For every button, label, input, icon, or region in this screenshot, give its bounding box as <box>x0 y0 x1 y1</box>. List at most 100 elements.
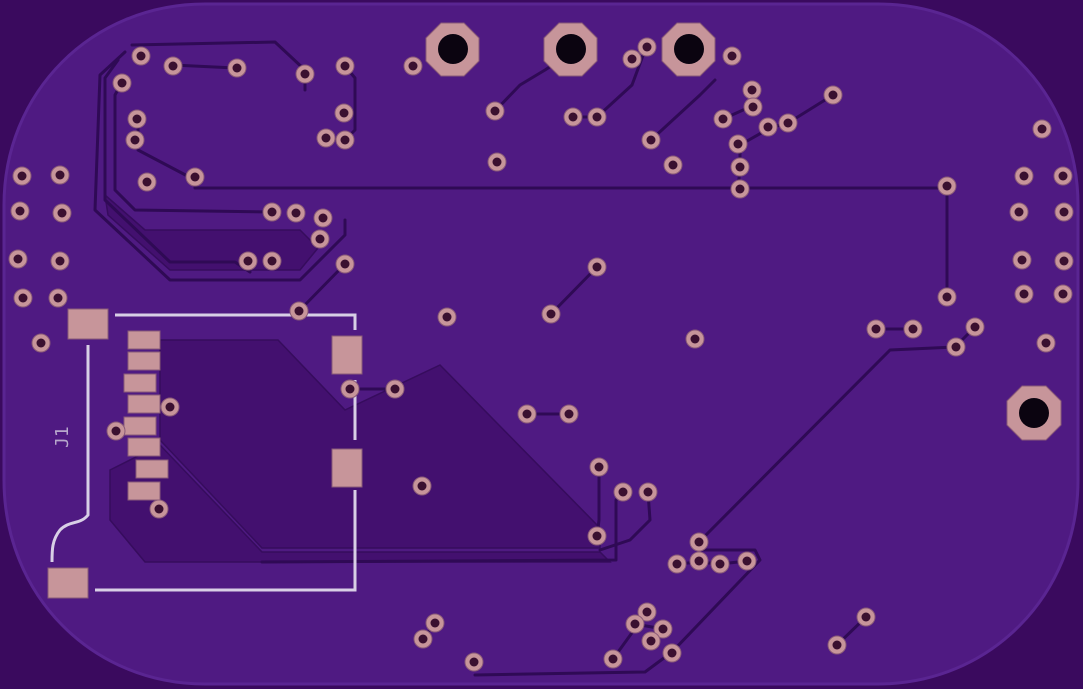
via <box>1014 284 1034 304</box>
via-drill <box>642 42 652 52</box>
via <box>710 554 730 574</box>
via <box>827 635 847 655</box>
vias <box>8 37 1074 672</box>
via <box>286 203 306 223</box>
via <box>1054 202 1074 222</box>
via <box>587 257 607 277</box>
via-drill <box>168 61 178 71</box>
via-drill <box>908 324 918 334</box>
via <box>589 457 609 477</box>
via-drill <box>321 133 331 143</box>
via <box>625 614 645 634</box>
via-drill <box>136 51 146 61</box>
via <box>1012 250 1032 270</box>
via-drill <box>592 112 602 122</box>
via <box>125 130 145 150</box>
via <box>742 80 762 100</box>
via-drill <box>861 612 871 622</box>
via-drill <box>733 139 743 149</box>
via-drill <box>117 78 127 88</box>
via <box>1036 333 1056 353</box>
via-drill <box>345 384 355 394</box>
via-drill <box>154 504 164 514</box>
via <box>163 56 183 76</box>
via-drill <box>1037 124 1047 134</box>
via <box>112 73 132 93</box>
via <box>641 130 661 150</box>
j1-pads <box>47 308 363 599</box>
via <box>613 482 633 502</box>
via <box>823 85 843 105</box>
via <box>689 551 709 571</box>
via <box>663 155 683 175</box>
via <box>313 208 333 228</box>
via-drill <box>55 170 65 180</box>
via-drill <box>442 312 452 322</box>
via-drill <box>390 384 400 394</box>
mounting-hole-1 <box>425 22 480 77</box>
via-drill <box>18 293 28 303</box>
via-drill <box>748 102 758 112</box>
via <box>127 109 147 129</box>
via <box>517 404 537 424</box>
via <box>289 301 309 321</box>
via <box>1054 251 1074 271</box>
via <box>227 58 247 78</box>
via <box>437 307 457 327</box>
via <box>137 172 157 192</box>
via <box>1053 284 1073 304</box>
via-drill <box>57 208 67 218</box>
via-drill <box>13 254 23 264</box>
via <box>856 607 876 627</box>
via <box>12 166 32 186</box>
via-drill <box>490 106 500 116</box>
via <box>1014 166 1034 186</box>
via-drill <box>243 256 253 266</box>
via <box>587 107 607 127</box>
via <box>937 287 957 307</box>
via <box>185 167 205 187</box>
via-drill <box>871 324 881 334</box>
via-drill <box>267 207 277 217</box>
via-drill <box>340 61 350 71</box>
via <box>13 288 33 308</box>
via-drill <box>646 636 656 646</box>
via-drill <box>747 85 757 95</box>
via <box>412 476 432 496</box>
via-drill <box>17 171 27 181</box>
via <box>316 128 336 148</box>
via-drill <box>1059 256 1069 266</box>
via-drill <box>315 234 325 244</box>
via <box>603 649 623 669</box>
via-drill <box>340 259 350 269</box>
via <box>50 165 70 185</box>
via-drill <box>55 256 65 266</box>
via-drill <box>608 654 618 664</box>
via-drill <box>694 556 704 566</box>
via-drill <box>300 69 310 79</box>
via-drill <box>522 409 532 419</box>
via <box>1053 166 1073 186</box>
via-drill <box>763 122 773 132</box>
via <box>50 251 70 271</box>
mounting-hole-4 <box>1006 385 1062 441</box>
via-drill <box>942 292 952 302</box>
via <box>48 288 68 308</box>
via-drill <box>418 634 428 644</box>
via <box>641 631 661 651</box>
via <box>685 329 705 349</box>
via-drill <box>165 402 175 412</box>
via <box>541 304 561 324</box>
via-drill <box>643 487 653 497</box>
via-drill <box>469 657 479 667</box>
via-drill <box>53 293 63 303</box>
via-drill <box>630 619 640 629</box>
via-drill <box>592 531 602 541</box>
via <box>131 46 151 66</box>
via-drill <box>318 213 328 223</box>
via <box>310 229 330 249</box>
via <box>8 249 28 269</box>
via-drill <box>294 306 304 316</box>
via <box>653 619 673 639</box>
via <box>464 652 484 672</box>
